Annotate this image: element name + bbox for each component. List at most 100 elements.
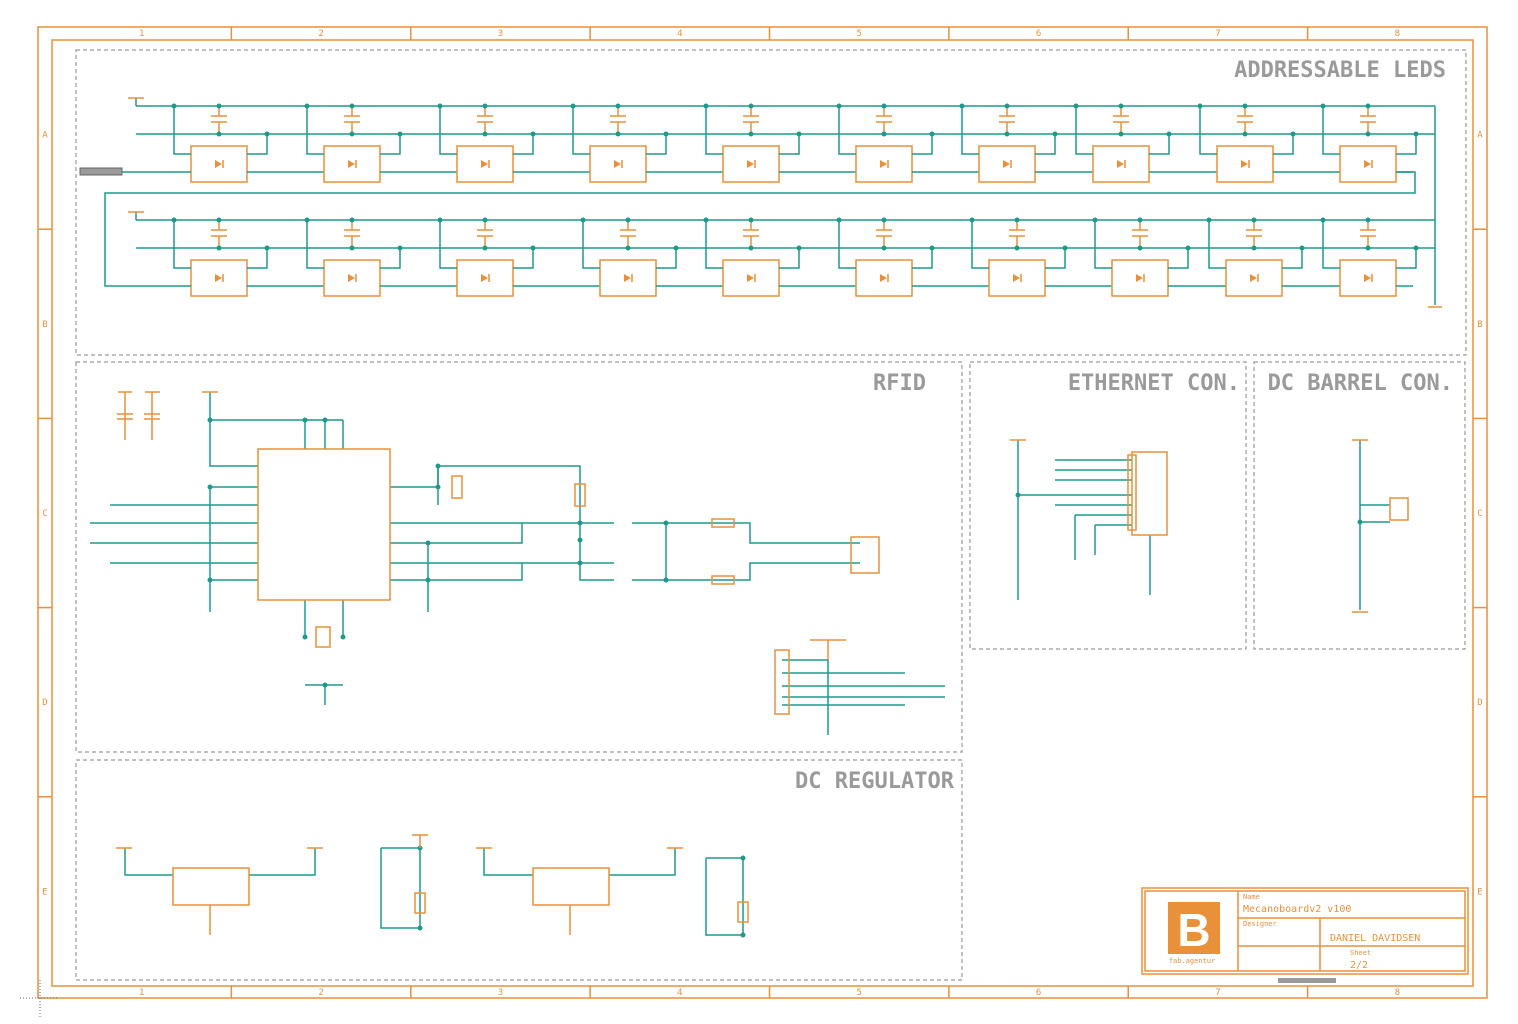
col-label-top: 8 (1395, 29, 1400, 39)
sheet-label: Sheet (1350, 949, 1371, 957)
junction-dot (482, 217, 488, 223)
junction-dot (207, 484, 213, 490)
logo-mark (1168, 902, 1220, 954)
junction-dot (1137, 217, 1143, 223)
addressable-led (1111, 259, 1169, 297)
junction-dot (570, 103, 576, 109)
ethernet-wires (1017, 440, 1151, 600)
junction-dot (836, 103, 842, 109)
led-diode-symbol (1364, 160, 1371, 168)
junction-dot (929, 131, 935, 137)
led-gnd-wire (1168, 248, 1189, 269)
junction-dot (1014, 217, 1020, 223)
junction-dot (349, 131, 355, 137)
regulator-1 (172, 867, 250, 906)
junction-dot (615, 103, 621, 109)
designer-name: DANIEL DAVIDSEN (1330, 933, 1420, 944)
rfid-header (850, 536, 880, 574)
led-diode-symbol (348, 160, 355, 168)
title-block-frame (1141, 887, 1469, 975)
section-boxes (75, 49, 1467, 981)
barrel-components (1352, 439, 1409, 613)
led-gnd-wire (380, 248, 401, 269)
led-diode-symbol (1364, 274, 1371, 282)
name-label: Name (1243, 893, 1260, 901)
led-data-input-port (79, 167, 123, 176)
led-vdd-wire (1208, 220, 1226, 269)
led-vdd-wire (961, 106, 979, 155)
led-diode-symbol (880, 274, 887, 282)
addressable-led (190, 259, 248, 297)
section-title-barrel: DC BARREL CON. (1268, 371, 1453, 396)
junction-dot (1197, 103, 1203, 109)
row-label-left: D (42, 698, 47, 708)
led-diode-symbol (624, 274, 631, 282)
junction-dot (1365, 217, 1371, 223)
led-diode-symbol (880, 160, 887, 168)
junction-dot (435, 484, 441, 490)
junction-dot (1137, 245, 1143, 251)
led-gnd-wire (380, 134, 401, 155)
junction-dot (1014, 245, 1020, 251)
junction-dot (1365, 245, 1371, 251)
row-label-left: B (42, 320, 47, 330)
led-diode-symbol (215, 160, 222, 168)
regulator-components (116, 834, 749, 935)
project-name: Mecanoboardv2 v100 (1243, 904, 1351, 915)
addressable-led (323, 145, 381, 183)
led-diode-symbol (1241, 160, 1248, 168)
led-gnd-wire (1282, 248, 1303, 269)
col-label-top: 4 (677, 29, 682, 39)
inner-frame (51, 39, 1474, 987)
col-label-top: 7 (1215, 29, 1220, 39)
led-vdd-wire (1094, 220, 1112, 269)
addressable-led (1092, 145, 1150, 183)
led-gnd-wire (912, 134, 933, 155)
addressable-led (1225, 259, 1283, 297)
junction-dot (322, 682, 328, 688)
resistor-rfid-3 (711, 518, 735, 528)
row-label-right: C (1477, 509, 1482, 519)
junction-dot (748, 217, 754, 223)
addressable-led (722, 259, 780, 297)
addressable-led-chain (79, 97, 1442, 308)
led-gnd-wire (779, 248, 800, 269)
junction-dot (881, 131, 887, 137)
regulator-wires (124, 847, 744, 936)
junction-dot (435, 463, 441, 469)
junction-dot (1206, 217, 1212, 223)
col-label-top: 1 (139, 29, 144, 39)
junction-dot (425, 540, 431, 546)
junction-dot (1251, 217, 1257, 223)
led-diode-symbol (481, 160, 488, 168)
sheet-frame (37, 26, 1488, 999)
led-row-link-wire (104, 171, 1416, 287)
dc-regulator-circuit (116, 834, 749, 936)
junction-dot (349, 103, 355, 109)
col-label-bottom: 5 (856, 988, 861, 998)
col-label-top: 3 (498, 29, 503, 39)
junction-dot (1185, 245, 1191, 251)
junction-dot (530, 245, 536, 251)
junction-dot (322, 417, 328, 423)
junction-dot (1052, 131, 1058, 137)
junction-dot (881, 103, 887, 109)
junction-dot (663, 577, 669, 583)
col-label-bottom: 1 (139, 988, 144, 998)
junction-dot (577, 560, 583, 566)
section-title-leds: ADDRESSABLE LEDS (1234, 58, 1446, 83)
junction-dot (703, 103, 709, 109)
logo-caption: fab.agentur (1169, 957, 1215, 965)
junction-dot (302, 417, 308, 423)
led-diode-symbol (1250, 274, 1257, 282)
led-gnd-wire (513, 248, 534, 269)
junction-dot (615, 131, 621, 137)
title-block-tab (1278, 978, 1336, 983)
junction-dot (1365, 103, 1371, 109)
led-gnd-wire (779, 134, 800, 155)
led-gnd-wire (1273, 134, 1294, 155)
addressable-led (855, 259, 913, 297)
led-diode-symbol (614, 160, 621, 168)
barrel-wires (1359, 440, 1390, 610)
junction-dot (625, 245, 631, 251)
